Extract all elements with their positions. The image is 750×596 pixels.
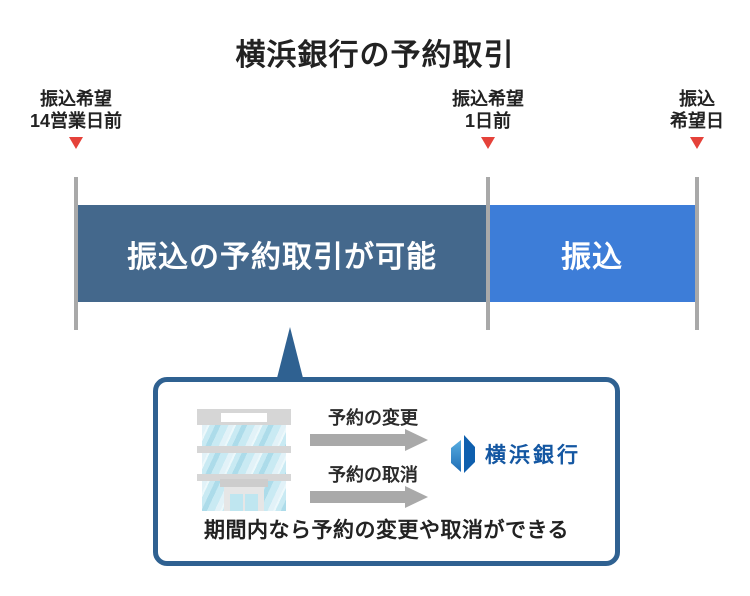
building-glass-floor: [202, 425, 286, 446]
building-ledge: [197, 474, 291, 481]
marker-label-line2: 14営業日前: [29, 111, 123, 131]
timeline-tick-line: [74, 177, 78, 330]
red-triangle-down-icon: [69, 137, 83, 149]
building-ledge: [197, 446, 291, 453]
marker-label-line1: 振込希望: [452, 89, 524, 109]
building-door-pane: [230, 492, 243, 511]
bank-building-icon: [197, 409, 291, 511]
bar-reservation-possible: 振込の予約取引が可能: [77, 205, 487, 302]
bank-name-text: 横浜銀行: [485, 444, 581, 467]
action-cancel-label: 予約の取消: [328, 465, 418, 485]
building-signboard: [221, 413, 267, 422]
bank-logo-icon: [451, 435, 475, 473]
callout-caption: 期間内なら予約の変更や取消ができる: [203, 519, 570, 542]
building-glass-floor: [202, 453, 286, 474]
marker-label: 振込希望 14営業日前: [6, 88, 146, 132]
bar-label: 振込: [561, 240, 623, 274]
marker-14-business-days: 振込希望 14営業日前: [6, 88, 146, 149]
right-arrow-icon: [310, 486, 428, 508]
bar-label: 振込の予約取引が可能: [127, 240, 437, 274]
marker-label-line2: 1日前: [464, 111, 511, 131]
action-change-label: 予約の変更: [328, 408, 418, 428]
marker-1-day-before: 振込希望 1日前: [418, 88, 558, 149]
red-triangle-down-icon: [690, 137, 704, 149]
marker-transfer-date: 振込 希望日: [627, 88, 750, 149]
building-door-pane: [245, 492, 258, 511]
building-door-awning: [220, 479, 268, 487]
timeline-tick-line: [695, 177, 699, 330]
red-triangle-down-icon: [481, 137, 495, 149]
callout-box: 予約の変更 予約の取消 横浜銀行: [153, 377, 620, 566]
bar-transfer: 振込: [487, 205, 697, 302]
page-title: 横浜銀行の予約取引: [235, 39, 515, 72]
marker-label: 振込希望 1日前: [418, 88, 558, 132]
callout-pointer-triangle: [277, 327, 303, 378]
marker-label-line1: 振込希望: [40, 89, 112, 109]
marker-label: 振込 希望日: [627, 88, 750, 132]
timeline-tick-line: [486, 177, 490, 330]
marker-label-line2: 希望日: [670, 111, 724, 131]
yokohama-bank-logo: 横浜銀行: [450, 435, 581, 473]
marker-label-line1: 振込: [679, 89, 715, 109]
right-arrow-icon: [310, 429, 428, 451]
